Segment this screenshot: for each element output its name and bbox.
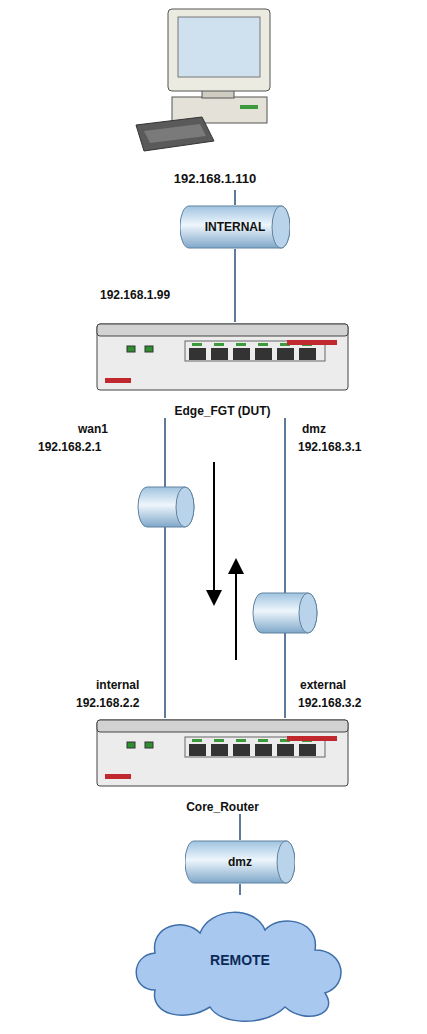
- tube-body: [185, 841, 295, 883]
- tube-end: [176, 487, 194, 527]
- ethernet-port: [277, 744, 294, 756]
- ethernet-port: [299, 348, 316, 360]
- network-link: [234, 249, 236, 322]
- ethernet-port: [189, 744, 206, 756]
- computer-node: 192.168.1.110: [130, 5, 300, 190]
- interface-label: wan1: [78, 422, 108, 436]
- device-body: [97, 720, 348, 786]
- keyboard-keys: [144, 124, 206, 143]
- network-link: [284, 418, 286, 718]
- firewall-device: Edge_FGT (DUT): [95, 322, 350, 418]
- ethernet-port: [211, 744, 228, 756]
- ethernet-port: [233, 744, 250, 756]
- interface-label: 192.168.3.2: [298, 696, 361, 710]
- interface-label: 192.168.2.2: [76, 696, 139, 710]
- port-led: [236, 343, 246, 346]
- status-led: [145, 346, 153, 352]
- flow-arrow: [235, 566, 237, 660]
- router-device: Core_Router: [95, 718, 350, 814]
- ethernet-port: [233, 348, 250, 360]
- network-link: [239, 884, 241, 895]
- interface-label: internal: [96, 678, 139, 692]
- node-label: Core_Router: [186, 800, 259, 814]
- node-label: dmz: [228, 855, 252, 869]
- keyboard: [136, 117, 214, 151]
- ethernet-port: [255, 348, 272, 360]
- model-mark: [105, 378, 131, 383]
- monitor-screen: [178, 17, 260, 77]
- port-led: [258, 739, 268, 742]
- network-segment: dmz: [185, 840, 295, 884]
- vendor-mark: [287, 340, 337, 345]
- device-body: [97, 324, 348, 390]
- network-link: [164, 418, 166, 718]
- model-mark: [105, 774, 131, 779]
- pc-shape: [130, 5, 300, 190]
- port-led: [214, 739, 224, 742]
- network-segment: INTERNAL: [180, 205, 290, 249]
- flow-arrow: [213, 462, 215, 598]
- interface-label: external: [300, 678, 346, 692]
- ethernet-port: [299, 744, 316, 756]
- tube-end: [277, 841, 295, 883]
- status-led: [145, 742, 153, 748]
- vendor-mark: [287, 736, 337, 741]
- tube-body: [138, 487, 194, 527]
- node-label: INTERNAL: [205, 220, 266, 234]
- port-led: [236, 739, 246, 742]
- device-top: [97, 720, 348, 732]
- monitor: [168, 9, 270, 91]
- ethernet-port: [255, 744, 272, 756]
- tube-body: [253, 593, 317, 633]
- ethernet-port: [211, 348, 228, 360]
- port-led: [258, 343, 268, 346]
- ethernet-port: [189, 348, 206, 360]
- status-led: [127, 742, 135, 748]
- network-link: [239, 814, 241, 840]
- fgt-shape: [95, 718, 350, 814]
- node-label: Edge_FGT (DUT): [175, 404, 271, 418]
- interface-label: 192.168.3.1: [298, 440, 361, 454]
- link-segment: [253, 593, 317, 633]
- interface-label: 192.168.1.99: [100, 288, 170, 302]
- interface-label: 192.168.2.1: [38, 440, 101, 454]
- port-led: [192, 343, 202, 346]
- pc-led: [240, 105, 258, 109]
- network-link: [234, 190, 236, 205]
- cloud-outline: [136, 912, 341, 1021]
- fgt-shape: [95, 322, 350, 418]
- port-led: [192, 739, 202, 742]
- port-led: [214, 343, 224, 346]
- tube-end: [272, 206, 290, 248]
- device-top: [97, 324, 348, 336]
- tube-body: [180, 206, 290, 248]
- node-label: 192.168.1.110: [174, 171, 256, 190]
- ethernet-port: [277, 348, 294, 360]
- tube-end: [299, 593, 317, 633]
- network-cloud: REMOTE: [125, 895, 355, 1025]
- status-led: [127, 346, 135, 352]
- interface-label: dmz: [302, 422, 326, 436]
- link-segment: [138, 487, 194, 527]
- node-label: REMOTE: [210, 952, 270, 968]
